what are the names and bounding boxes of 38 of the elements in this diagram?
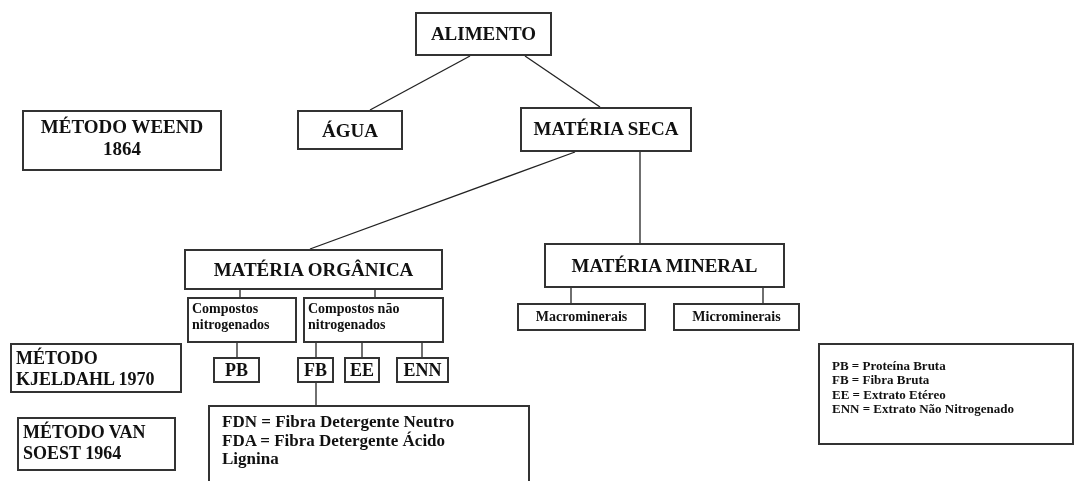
text-box: FB: [297, 357, 334, 383]
text-box: MÉTODO KJELDAHL 1970: [10, 343, 182, 393]
definition-box: [208, 405, 530, 481]
connector-line: [639, 151, 641, 244]
definition-text: ENN = Extrato Não Nitrogenado: [832, 401, 1015, 417]
text-box: MATÉRIA MINERAL: [544, 243, 785, 288]
text-box: Macrominerais: [517, 303, 646, 331]
text-box: Compostos não nitrogenados: [303, 297, 444, 343]
text-box: ALIMENTO: [415, 12, 552, 56]
connector-line: [524, 55, 601, 108]
text-box: ENN: [396, 357, 449, 383]
connector-line: [421, 342, 423, 358]
connector-line: [369, 55, 471, 111]
text-box: PB: [213, 357, 260, 383]
text-box: MÉTODO VAN SOEST 1964: [17, 417, 176, 471]
connector-line: [762, 287, 764, 304]
text-box: MATÉRIA SECA: [520, 107, 692, 152]
connector-line: [315, 342, 317, 358]
connector-line: [239, 289, 241, 298]
definition-text: FDN = Fibra Detergente Neutro: [222, 413, 456, 431]
connector-line: [309, 151, 576, 250]
definition-text: Lignina: [222, 450, 280, 470]
connector-line: [236, 342, 238, 358]
text-box: EE: [344, 357, 380, 383]
definition-text: PB = Proteína Bruta: [832, 359, 947, 374]
definition-text: EE = Extrato Etéreo: [832, 387, 947, 402]
connector-line: [374, 289, 376, 298]
connector-line: [315, 382, 317, 406]
text-box: MATÉRIA ORGÂNICA: [184, 249, 443, 290]
connector-line: [570, 287, 572, 304]
text-box: Compostos nitrogenados: [187, 297, 297, 343]
text-box: ÁGUA: [297, 110, 403, 150]
definition-text: FDA = Fibra Detergente Ácido: [222, 431, 447, 451]
definition-text: FB = Fibra Bruta: [832, 373, 931, 388]
connector-line: [361, 342, 363, 358]
text-box: Microminerais: [673, 303, 800, 331]
text-box: MÉTODO WEEND 1864: [22, 110, 222, 171]
abbreviation-key-box: [818, 343, 1074, 445]
